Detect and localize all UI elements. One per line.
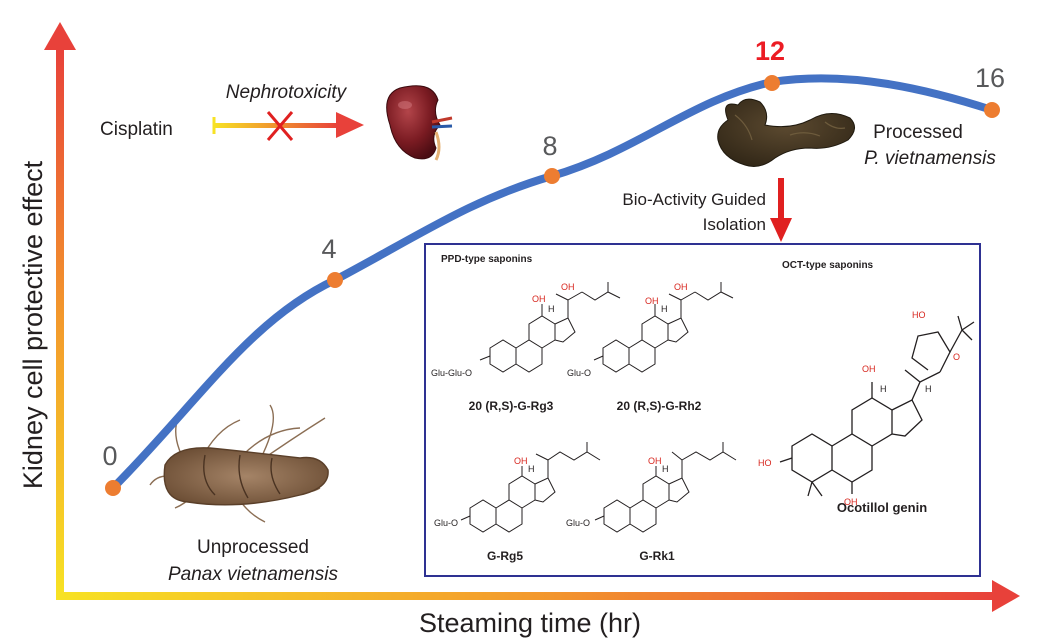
structure-rg5 — [460, 442, 601, 533]
ppd-title: PPD-type saponins — [441, 254, 533, 265]
processed-label-line1: Processed — [873, 122, 963, 143]
structure-rk1 — [594, 442, 737, 533]
point-label-8: 8 — [542, 131, 557, 161]
y-axis — [44, 22, 76, 596]
isolation-arrow — [770, 178, 792, 242]
oco-ho-left: HO — [758, 458, 772, 468]
unprocessed-label-line2: Panax vietnamensis — [168, 564, 339, 585]
oco-h-1: H — [880, 384, 887, 394]
processed-root-image — [717, 98, 855, 167]
x-axis-label: Steaming time (hr) — [419, 608, 641, 638]
rk1-h: H — [662, 464, 669, 474]
isolation-label-line1: Bio-Activity Guided — [622, 190, 766, 209]
oco-o-ring: O — [953, 352, 960, 362]
rg3-sugar-text: Glu-Glu-O — [431, 368, 472, 378]
isolation-label-line2: Isolation — [703, 215, 766, 234]
saponin-box — [424, 243, 981, 577]
cisplatin-label: Cisplatin — [100, 119, 173, 140]
rh2-oh-1: OH — [645, 296, 659, 306]
kidney-icon — [386, 85, 453, 161]
rg3-h: H — [548, 304, 555, 314]
y-axis-label: Kidney cell protective effect — [18, 160, 48, 489]
rk1-oh: OH — [648, 456, 662, 466]
point-0h — [105, 480, 121, 496]
rg3-name: 20 (R,S)-G-Rg3 — [469, 399, 554, 413]
point-label-4: 4 — [321, 234, 336, 264]
point-label-0: 0 — [102, 441, 117, 471]
ocotillol-name: Ocotillol genin — [837, 500, 927, 515]
rk1-name: G-Rk1 — [639, 549, 675, 563]
point-label-12: 12 — [755, 36, 785, 66]
point-12h — [764, 75, 780, 91]
oco-h-2: H — [925, 384, 932, 394]
oco-oh-bottom: OH — [844, 497, 858, 507]
rg5-oh: OH — [514, 456, 528, 466]
point-16h — [984, 102, 1000, 118]
rh2-oh-2: OH — [674, 282, 688, 292]
structure-rg3 — [479, 282, 621, 373]
rh2-name: 20 (R,S)-G-Rh2 — [617, 399, 702, 413]
oco-ho-side: HO — [912, 310, 926, 320]
oco-oh-top: OH — [862, 364, 876, 374]
unprocessed-label-line1: Unprocessed — [197, 537, 309, 558]
x-axis — [56, 580, 1020, 612]
point-label-16: 16 — [975, 63, 1005, 93]
rh2-sugar: Glu-O — [567, 368, 591, 378]
nephrotoxicity-label: Nephrotoxicity — [226, 82, 348, 103]
rg3-oh-1: OH — [532, 294, 546, 304]
rg5-h: H — [528, 464, 535, 474]
oct-title: OCT-type saponins — [782, 260, 874, 271]
rh2-h: H — [661, 304, 668, 314]
rg3-oh-2: OH — [561, 282, 575, 292]
blocked-arrow — [212, 111, 364, 141]
block-x-icon — [266, 111, 294, 141]
unprocessed-root-image — [149, 404, 329, 523]
rg3-sugar: Glu-Glu-O — [431, 368, 472, 378]
processed-label-line2: P. vietnamensis — [864, 148, 996, 169]
structure-rh2 — [593, 282, 734, 373]
y-axis-arrowhead — [44, 22, 76, 50]
rk1-sugar: Glu-O — [566, 518, 590, 528]
point-8h — [544, 168, 560, 184]
structure-ocotillol — [779, 315, 975, 497]
curve-points — [105, 75, 1000, 496]
point-4h — [327, 272, 343, 288]
rg5-sugar: Glu-O — [434, 518, 458, 528]
x-axis-arrowhead — [992, 580, 1020, 612]
rg5-name: G-Rg5 — [487, 549, 523, 563]
